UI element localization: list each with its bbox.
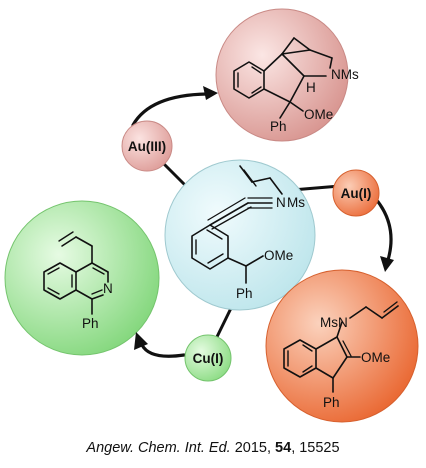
center-n-label: N (276, 195, 286, 210)
au1-badge: Au(I) (332, 169, 380, 217)
top-ph-label: Ph (270, 119, 287, 134)
au1-label: Au(I) (341, 186, 372, 201)
top-nms-label: NMs (331, 67, 359, 82)
right-msn-label: MsN (320, 315, 348, 330)
right-ph-label: Ph (323, 395, 340, 410)
left-product-structure (43, 231, 109, 315)
arrow-to-top-product (131, 86, 218, 127)
au3-badge: Au(III) (121, 120, 173, 172)
citation-journal: Angew. Chem. Int. Ed. (86, 440, 231, 456)
center-substrate-structure (191, 165, 283, 284)
right-ome-label: OMe (361, 350, 390, 365)
arrow-to-right-product (373, 196, 394, 272)
center-ph-label: Ph (236, 286, 253, 301)
top-h-label: H (306, 80, 316, 95)
citation-year: 2015, (234, 440, 272, 456)
cu1-badge: Cu(I) (184, 334, 232, 382)
top-product-structure (233, 37, 333, 119)
reaction-scheme: N Ms OMe Ph NMs H Ph OMe (4, 8, 419, 423)
citation: Angew. Chem. Int. Ed. 2015, 54, 15525 (0, 440, 426, 456)
arrow-to-left-product (134, 332, 186, 358)
top-ome-label: OMe (304, 107, 333, 122)
left-n-label: N (103, 281, 113, 296)
left-product-circle (4, 200, 160, 356)
center-ome-label: OMe (264, 248, 293, 263)
cu1-label: Cu(I) (193, 351, 224, 366)
citation-pages: , 15525 (291, 440, 340, 456)
left-ph-label: Ph (82, 316, 99, 331)
au3-label: Au(III) (128, 139, 166, 154)
top-product-circle (215, 8, 349, 142)
center-substrate-circle (164, 159, 316, 311)
center-ms-label: Ms (287, 195, 305, 210)
right-product-structure (283, 301, 399, 393)
citation-volume: 54 (275, 440, 292, 456)
